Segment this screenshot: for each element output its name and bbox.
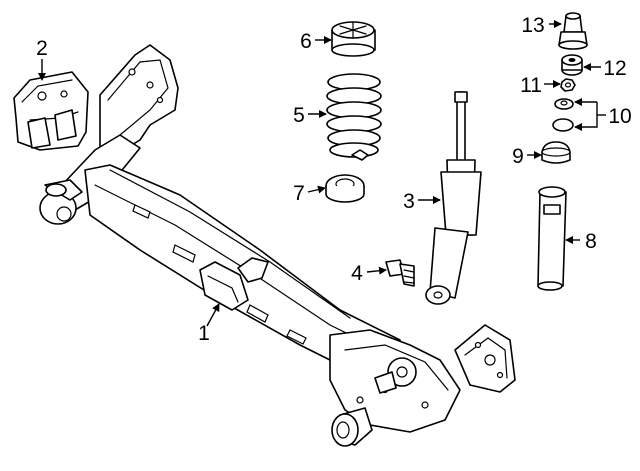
dust-boot-part <box>537 186 567 291</box>
callout-11: 11 <box>520 74 542 97</box>
bracket-part <box>13 71 89 151</box>
upper-spring-seat-part <box>331 21 376 57</box>
nut-part <box>560 78 576 92</box>
leader-lines <box>38 20 606 327</box>
callout-9: 9 <box>512 145 524 168</box>
callout-4: 4 <box>351 262 363 285</box>
axle-beam-part <box>39 44 516 447</box>
callout-7: 7 <box>293 182 305 205</box>
callout-1: 1 <box>198 322 210 345</box>
coil-spring-part <box>326 73 382 161</box>
callout-5: 5 <box>293 104 305 127</box>
callout-2: 2 <box>36 37 48 60</box>
mount-bushing-part <box>561 54 583 76</box>
callout-3: 3 <box>403 190 415 213</box>
washer-part <box>552 98 574 132</box>
callout-8: 8 <box>585 230 597 253</box>
top-mount-part <box>558 12 588 50</box>
bump-stop-cap-part <box>541 141 571 164</box>
callout-13: 13 <box>521 14 544 37</box>
shock-absorber-part <box>425 91 482 305</box>
callout-10: 10 <box>608 105 631 128</box>
bolt-part <box>385 259 415 287</box>
callout-12: 12 <box>603 57 626 80</box>
callout-6: 6 <box>300 30 312 53</box>
lower-spring-seat-part <box>325 174 365 203</box>
